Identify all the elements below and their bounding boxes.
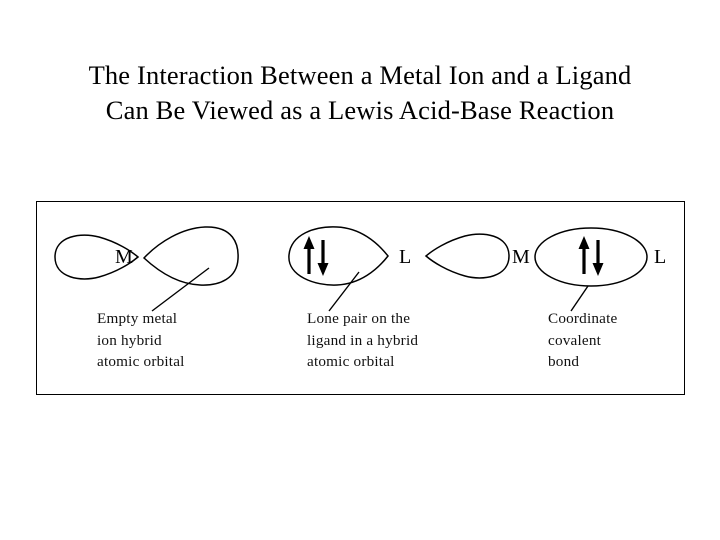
page-title: The Interaction Between a Metal Ion and … <box>0 58 720 128</box>
caption1-line2: ion hybrid <box>97 331 162 349</box>
caption-coordinate-bond: Coordinate covalent bond <box>548 308 617 373</box>
coordinate-bond-ellipse <box>534 227 648 287</box>
panel1-center-label: M <box>115 246 133 268</box>
title-line-1: The Interaction Between a Metal Ion and … <box>88 60 632 90</box>
lone-pair-arrows <box>303 236 329 276</box>
shared-pair-arrows <box>578 236 604 276</box>
figure-frame: M <box>36 201 685 395</box>
caption2-line2: ligand in a hybrid <box>307 331 419 349</box>
caption2-line1: Lone pair on the <box>307 310 411 327</box>
caption2-line3: atomic orbital <box>307 353 395 371</box>
caption1-line1: Empty metal <box>97 310 178 327</box>
leader-line-3 <box>570 285 589 312</box>
caption3-line2: covalent <box>548 331 602 349</box>
caption-lone-pair: Lone pair on the ligand in a hybrid atom… <box>307 308 418 373</box>
caption-empty-metal-orbital: Empty metal ion hybrid atomic orbital <box>97 308 185 373</box>
panel3-left-label: M <box>512 246 530 268</box>
metal-large-lobe <box>142 226 239 286</box>
ligand-large-lobe <box>288 226 389 286</box>
caption3-line1: Coordinate <box>548 310 618 327</box>
leader-line-2 <box>328 271 360 312</box>
caption1-line3: atomic orbital <box>97 353 185 371</box>
ligand-small-lobe <box>424 233 510 279</box>
panel3-right-label: L <box>654 246 667 268</box>
panel2-center-label: L <box>399 246 412 268</box>
title-line-2: Can Be Viewed as a Lewis Acid-Base React… <box>105 94 615 125</box>
metal-small-lobe <box>54 234 140 280</box>
orbital-diagram: M <box>54 226 648 312</box>
caption3-line3: bond <box>548 353 580 371</box>
leader-line-1 <box>151 267 210 312</box>
